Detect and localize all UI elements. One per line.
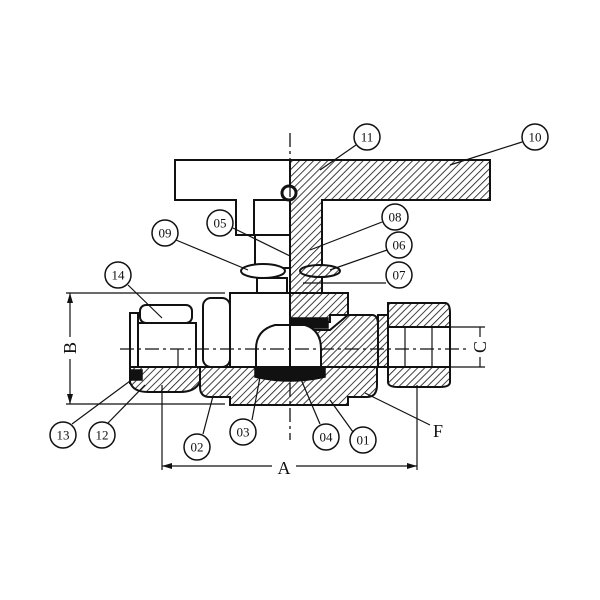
- dimension-c: C: [450, 326, 490, 368]
- callout-f: F: [364, 392, 443, 441]
- callouts: 01 02 03 04 05 06 07 08 09 10 11 12 13 1…: [49, 123, 549, 461]
- handle-pin: [280, 184, 298, 202]
- handle: [174, 159, 491, 294]
- svg-text:A: A: [278, 458, 291, 478]
- callout-03: 03: [229, 376, 261, 446]
- handle-nut: [240, 263, 286, 279]
- stem-assembly: [240, 234, 349, 323]
- dimension-b: B: [58, 292, 225, 405]
- svg-text:04: 04: [320, 430, 334, 445]
- svg-text:C: C: [470, 341, 490, 353]
- svg-text:11: 11: [361, 130, 374, 145]
- svg-text:01: 01: [357, 433, 370, 448]
- svg-text:B: B: [60, 342, 80, 354]
- callout-09: 09: [151, 219, 249, 271]
- callout-10: 10: [449, 123, 549, 166]
- callout-11: 11: [319, 123, 381, 171]
- callout-12: 12: [88, 384, 146, 449]
- svg-text:12: 12: [96, 428, 109, 443]
- callout-14: 14: [104, 261, 163, 319]
- svg-text:09: 09: [159, 226, 172, 241]
- right-fitting: [377, 302, 451, 388]
- callout-08: 08: [309, 203, 409, 251]
- svg-text:08: 08: [389, 210, 402, 225]
- callout-04: 04: [299, 376, 340, 451]
- callout-05: 05: [206, 209, 291, 257]
- svg-text:F: F: [433, 421, 443, 441]
- left-fitting: [129, 297, 231, 393]
- ball-seat: [254, 366, 326, 382]
- callout-13: 13: [49, 377, 135, 449]
- callout-06: 06: [329, 231, 413, 271]
- svg-text:02: 02: [191, 440, 204, 455]
- callout-01: 01: [329, 399, 377, 454]
- svg-text:06: 06: [393, 238, 407, 253]
- svg-text:05: 05: [214, 216, 227, 231]
- callout-02: 02: [183, 395, 214, 461]
- svg-text:13: 13: [57, 428, 70, 443]
- svg-text:14: 14: [112, 268, 126, 283]
- callout-07: 07: [303, 261, 413, 289]
- dimension-a: A: [161, 385, 418, 478]
- nut-14: [139, 304, 193, 324]
- svg-text:07: 07: [393, 268, 407, 283]
- svg-text:03: 03: [237, 425, 250, 440]
- svg-text:10: 10: [529, 130, 542, 145]
